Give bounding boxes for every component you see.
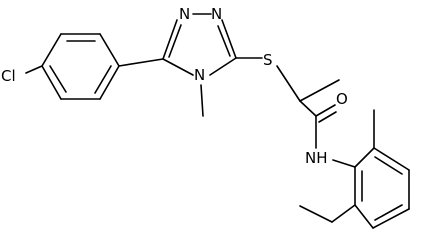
chlorine-label: Cl — [1, 67, 16, 85]
nh-aryl-bond — [332, 159, 356, 168]
ch2-carbonyl-bond — [299, 79, 340, 102]
carbonyl-c-o-double-bond-1 — [315, 104, 336, 117]
carbonyl-c-n-bond — [299, 100, 317, 117]
oxygen-label: O — [336, 90, 348, 108]
s-ch2-bond — [276, 65, 301, 102]
aryl-ethyl-bond-2 — [299, 205, 333, 223]
triazole-ring — [162, 13, 237, 76]
carbonyl-c-o-double-bond-2 — [318, 111, 337, 123]
aryl-triazole-bond — [118, 58, 164, 67]
chlorophenyl-ring — [41, 33, 120, 100]
amide-nh-label: NH — [305, 149, 328, 167]
aryl-ethyl-bond-1 — [331, 204, 356, 223]
triazole-n4-label: N — [194, 66, 205, 84]
triazole-n1-label: N — [179, 5, 190, 23]
sulfur-label: S — [263, 51, 273, 69]
c-cl-bond — [25, 65, 43, 74]
n-methyl-bond — [200, 84, 204, 117]
ethyl-methyl-phenyl-ring — [354, 147, 410, 229]
triazole-n2-label: N — [211, 5, 222, 23]
